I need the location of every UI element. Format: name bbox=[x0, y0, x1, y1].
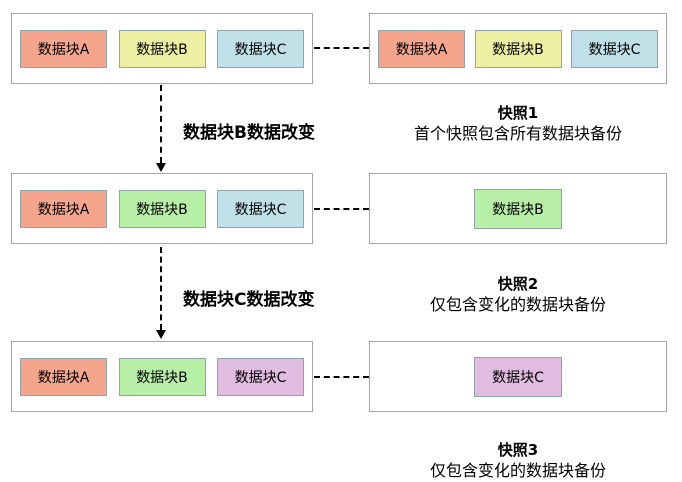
data-block: 数据块C bbox=[571, 29, 658, 68]
data-block: 数据块C bbox=[217, 357, 304, 396]
snapshot-caption-desc: 仅包含变化的数据块备份 bbox=[429, 461, 606, 480]
transition-label: 数据块C数据改变 bbox=[183, 290, 315, 310]
snapshot-box-2: 数据块B bbox=[369, 173, 667, 244]
data-block: 数据块A bbox=[378, 29, 465, 68]
snapshot-caption-desc: 仅包含变化的数据块备份 bbox=[429, 295, 606, 314]
transition-label: 数据块B数据改变 bbox=[183, 123, 315, 143]
data-block: 数据块B bbox=[118, 357, 206, 396]
data-block: 数据块C bbox=[217, 189, 304, 228]
data-block: 数据块A bbox=[20, 29, 107, 68]
source-volume-2: 数据块A 数据块B 数据块C bbox=[11, 173, 313, 244]
snapshot-caption-3: 快照3 仅包含变化的数据块备份 bbox=[369, 441, 667, 480]
data-block: 数据块A bbox=[20, 357, 107, 396]
snapshot-box-1: 数据块A 数据块B 数据块C bbox=[369, 13, 667, 84]
data-block: 数据块B bbox=[474, 29, 562, 68]
data-block: 数据块B bbox=[118, 29, 206, 68]
dashed-connector bbox=[314, 208, 369, 210]
data-block: 数据块C bbox=[217, 29, 304, 68]
data-block: 数据块B bbox=[474, 188, 562, 229]
data-block: 数据块A bbox=[20, 189, 107, 228]
snapshot-caption-1: 快照1 首个快照包含所有数据块备份 bbox=[369, 104, 667, 143]
arrowhead-icon bbox=[156, 163, 166, 172]
snapshot-caption-title: 快照3 bbox=[497, 441, 539, 459]
source-volume-1: 数据块A 数据块B 数据块C bbox=[11, 13, 313, 84]
data-block: 数据块C bbox=[474, 356, 562, 397]
down-arrow bbox=[160, 247, 162, 330]
snapshot-box-3: 数据块C bbox=[369, 341, 667, 412]
snapshot-caption-2: 快照2 仅包含变化的数据块备份 bbox=[369, 275, 667, 314]
source-volume-3: 数据块A 数据块B 数据块C bbox=[11, 341, 313, 412]
down-arrow bbox=[160, 85, 162, 163]
snapshot-caption-desc: 首个快照包含所有数据块备份 bbox=[413, 124, 622, 143]
snapshot-caption-title: 快照1 bbox=[497, 104, 539, 122]
dashed-connector bbox=[314, 376, 369, 378]
data-block: 数据块B bbox=[118, 189, 206, 228]
arrowhead-icon bbox=[156, 330, 166, 339]
snapshot-caption-title: 快照2 bbox=[497, 275, 539, 293]
dashed-connector bbox=[314, 47, 369, 49]
